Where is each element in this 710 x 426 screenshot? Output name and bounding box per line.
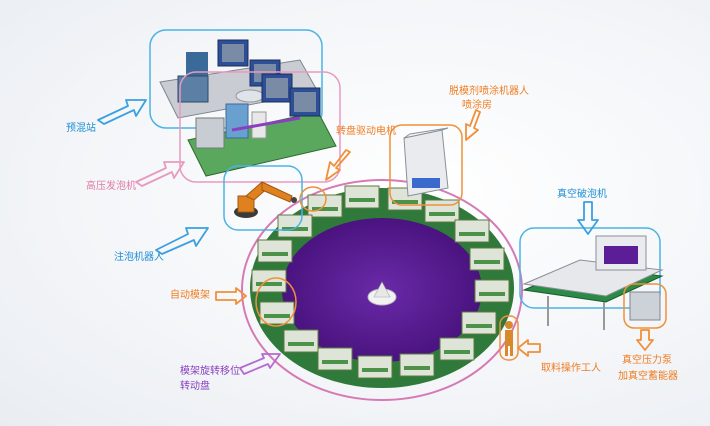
mold-frames [251,185,510,379]
label-premix: 预混站 [66,123,96,134]
label-vacuum: 真空破泡机 [557,189,607,200]
motor-marker [299,186,327,212]
label-vacuum-pump-2: 加真空蓄能器 [618,371,678,382]
label-operator: 取料操作工人 [541,363,601,374]
label-release-robot: 脱模剂喷涂机器人 [449,86,529,97]
spray-booth-box [389,124,463,206]
arrow-robot [155,227,209,255]
robot-box [223,165,303,231]
vacuum-machine [522,235,664,330]
arrow-pump [636,329,654,351]
arrow-premix [97,99,147,125]
label-rotation-2: 转动盘 [180,381,210,392]
label-motor: 转盘驱动电机 [336,126,396,137]
arrow-foaming [135,161,185,187]
label-robot: 注泡机器人 [114,252,164,263]
arrow-vacuum [577,201,599,235]
pump-box [623,283,667,329]
foaming-equipment [187,73,337,177]
arrow-spray [465,109,481,141]
arrow-mold [215,287,247,305]
spray-booth [403,127,449,197]
arrow-rotation [239,353,281,375]
operator-box [499,315,519,361]
label-mold: 自动模架 [170,290,210,301]
label-foaming: 高压发泡机 [86,181,136,192]
operator-figure [505,321,513,356]
label-rotation-1: 模架旋转移位 [180,366,240,377]
arrow-operator [517,339,541,357]
injection-robot [234,181,297,218]
mold-marker [255,277,297,327]
label-vacuum-pump-1: 真空压力泵 [622,355,672,366]
vacuum-box [519,227,661,309]
turntable-ring [241,179,523,401]
arrow-motor [325,149,351,181]
foaming-machine-box [179,71,341,183]
label-spray-booth: 喷涂房 [462,100,492,111]
